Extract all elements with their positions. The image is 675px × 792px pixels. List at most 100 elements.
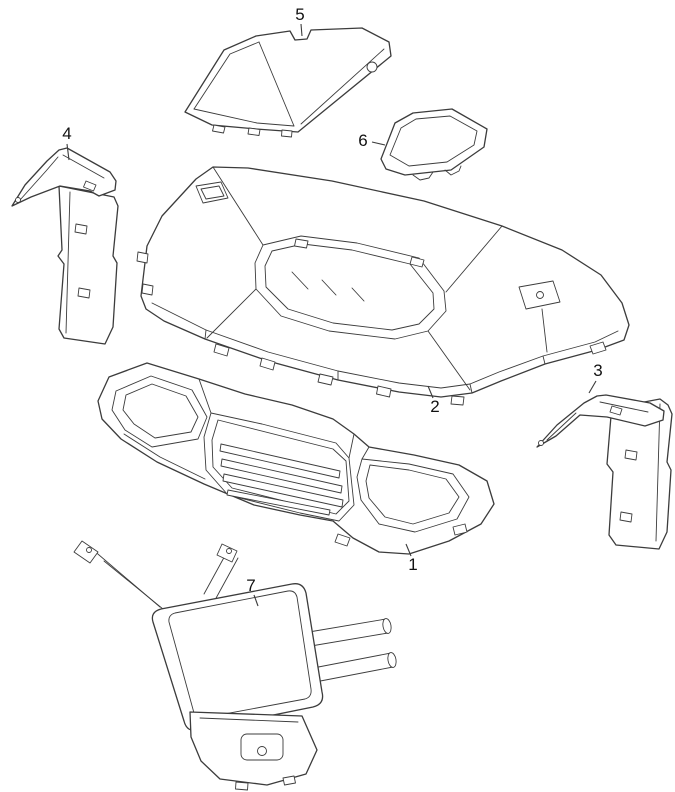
- callout-1-label[interactable]: 1: [408, 555, 417, 574]
- callout-5-label[interactable]: 5: [295, 5, 304, 24]
- part-6-notch: [412, 171, 434, 181]
- part-4-panel-outline: [57, 185, 119, 345]
- callout-1[interactable]: 1: [405, 543, 418, 574]
- part-7-bracket-hole: [86, 547, 92, 553]
- part-1-lower-edge: [123, 433, 206, 480]
- callout-2-label[interactable]: 2: [430, 397, 439, 416]
- part-2-recess-hatch: [321, 279, 337, 296]
- part-1-mount-tab: [452, 523, 468, 536]
- part-7-plate-tab: [282, 775, 296, 786]
- part-7-tube-stub: [309, 666, 394, 684]
- part-2-mount-tab: [213, 343, 230, 357]
- part-2-hood: [136, 166, 630, 406]
- callout-3[interactable]: 3: [588, 361, 603, 394]
- callout-3-label[interactable]: 3: [593, 361, 602, 380]
- part-5-mount-tab: [212, 124, 226, 134]
- part-4-wing-slot: [83, 180, 97, 192]
- part-3-wing-ridge: [599, 401, 649, 413]
- part-2-flange-tick: [204, 329, 207, 340]
- callout-5-leader: [300, 23, 303, 37]
- part-2-crease: [427, 330, 471, 391]
- part-1-left-headlight-pocket: [111, 375, 208, 448]
- part-7-hoop-inner: [168, 590, 312, 719]
- part-6-access-cover: [380, 108, 488, 181]
- part-2-flange-tick: [469, 383, 473, 394]
- part-1-crease: [198, 378, 212, 414]
- part-2-recess-tab: [294, 238, 309, 249]
- callout-6-label[interactable]: 6: [358, 131, 367, 150]
- part-7-plate-hole: [257, 746, 267, 756]
- callout-4[interactable]: 4: [62, 124, 72, 161]
- part-6-inner-edge: [389, 115, 478, 167]
- part-4-panel-crease: [65, 191, 71, 334]
- part-7-plate-recess: [240, 733, 284, 761]
- part-4-slot: [74, 223, 88, 235]
- part-7-tube-stub: [214, 557, 239, 601]
- part-7-tube-end-cap: [387, 652, 397, 668]
- part-5-hole: [366, 61, 378, 73]
- part-2-latch-hole: [536, 291, 544, 299]
- part-7-skid-plate: [189, 711, 318, 786]
- part-2-crease: [206, 288, 257, 339]
- part-2-flange-tick: [542, 355, 546, 365]
- part-2-crease: [212, 166, 264, 246]
- part-6-notch: [444, 165, 462, 176]
- part-2-crease: [445, 225, 503, 293]
- part-5-outline: [184, 27, 392, 133]
- part-4-slot: [77, 287, 91, 299]
- callout-7[interactable]: 7: [246, 576, 259, 607]
- callout-6-leader: [371, 141, 386, 146]
- callout-2[interactable]: 2: [427, 385, 440, 416]
- part-5-inner-edge-bottom: [193, 108, 295, 127]
- callout-3-leader: [588, 380, 597, 394]
- part-2-mount-tab: [317, 373, 334, 386]
- callout-7-leader: [253, 594, 259, 607]
- part-3-right-fender-guard: [536, 394, 673, 550]
- part-4-wing-ridge: [62, 154, 105, 179]
- part-1-crease: [348, 433, 355, 459]
- part-3-wing-outline: [536, 394, 665, 448]
- part-7-end-bracket: [73, 540, 99, 564]
- part-3-panel-crease: [655, 403, 661, 542]
- part-3-slot: [619, 511, 633, 523]
- part-4-hole: [15, 197, 21, 203]
- callout-4-leader: [66, 143, 70, 161]
- part-3-slot: [624, 449, 638, 461]
- part-4-left-fender-guard: [11, 147, 119, 345]
- callout-5[interactable]: 5: [295, 5, 305, 37]
- part-1-grille-slat: [226, 489, 331, 516]
- part-2-recess-hatch: [291, 271, 309, 290]
- part-1-grille-slat: [219, 443, 341, 479]
- part-5-crease: [258, 41, 295, 127]
- part-2-front-flange: [151, 302, 619, 389]
- part-2-latch-stem: [541, 308, 548, 353]
- part-7-tube-stub: [307, 652, 392, 670]
- callout-1-leader: [405, 543, 412, 557]
- part-2-mount-tab: [376, 385, 392, 398]
- part-2-mount-tab: [259, 357, 276, 371]
- part-3-panel-outline: [601, 398, 673, 550]
- part-1-mount-tab: [334, 533, 351, 547]
- part-7-plate-top-edge: [199, 717, 299, 723]
- part-2-side-bracket: [136, 251, 149, 264]
- callout-6[interactable]: 6: [358, 131, 386, 150]
- part-1-grille-inner-edge: [211, 419, 350, 515]
- part-2-recess-tab: [409, 256, 425, 268]
- part-1-crease: [361, 446, 370, 460]
- part-4-wing-outline: [11, 147, 117, 207]
- part-7-tube-stub: [302, 618, 387, 634]
- part-2-side-bracket: [589, 341, 607, 355]
- part-3-hole: [538, 440, 544, 446]
- part-2-vent-inner-edge: [200, 185, 225, 200]
- part-4-wing-inner-edge: [19, 156, 59, 201]
- part-5-roof-cap-panel: [184, 27, 392, 138]
- part-1-grille-slat: [222, 473, 344, 508]
- callout-4-label[interactable]: 4: [62, 124, 71, 143]
- part-7-plate-tab: [235, 781, 249, 791]
- callout-7-label[interactable]: 7: [246, 576, 255, 595]
- part-2-recess-hatch: [351, 287, 365, 302]
- part-1-right-headlight-pocket: [356, 458, 470, 533]
- part-5-inner-edge-right: [300, 48, 385, 125]
